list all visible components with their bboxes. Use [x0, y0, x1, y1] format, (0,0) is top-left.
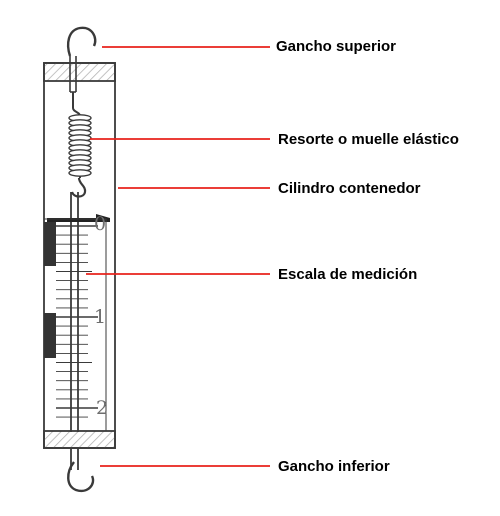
- spring-coils: [68, 114, 92, 178]
- bottom-hook: [67, 461, 95, 493]
- spring-coil: [68, 169, 92, 177]
- label-cylinder: Cilindro contenedor: [278, 180, 421, 197]
- scale-band-upper: [44, 222, 56, 266]
- scale-number-2: 2: [96, 397, 108, 419]
- label-bottom-hook: Gancho inferior: [278, 458, 390, 475]
- top-cap: [43, 62, 116, 82]
- label-spring: Resorte o muelle elástico: [278, 131, 459, 148]
- callout-lines: [86, 46, 270, 467]
- bottom-cap: [43, 430, 116, 449]
- scale-number-0: 0: [94, 213, 106, 235]
- label-scale: Escala de medición: [278, 266, 418, 283]
- scale-number-1: 1: [94, 306, 106, 328]
- scale-ticks: [56, 225, 98, 418]
- top-hook: [66, 26, 97, 57]
- scale-band-lower: [44, 313, 56, 358]
- inner-rod: [70, 192, 79, 432]
- spring-lower-hook: [70, 177, 87, 198]
- label-top-hook: Gancho superior: [276, 38, 397, 55]
